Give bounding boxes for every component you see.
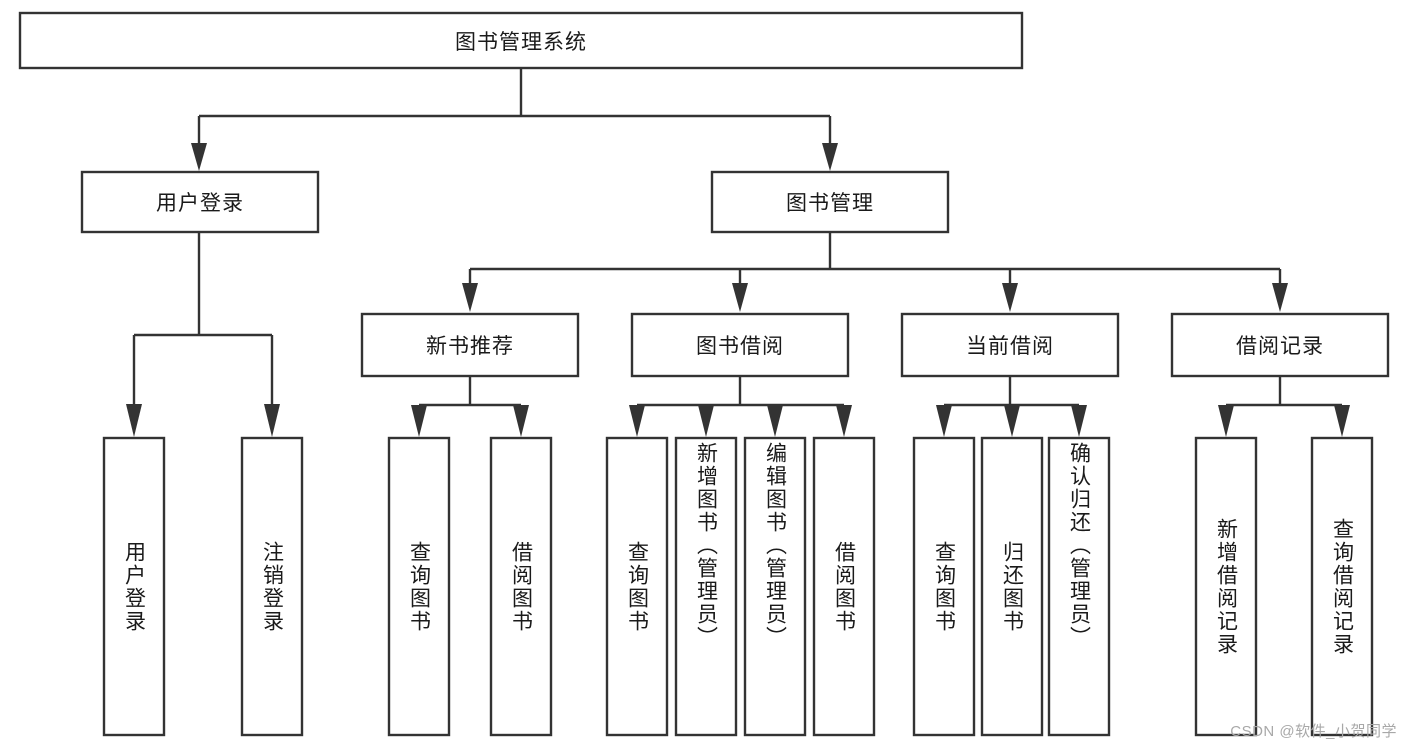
- arrow-cb-to-leaf2: [1004, 405, 1020, 437]
- arrow-cb-to-leaf1: [936, 405, 952, 437]
- connector-group-new-book-recommend: [411, 376, 529, 437]
- arrow-bm-to-borrow-record: [1272, 283, 1288, 312]
- arrow-root-to-book-management: [822, 143, 838, 171]
- leaf-query-book-3-box[interactable]: [912, 436, 976, 737]
- leaf-query-book-1-box[interactable]: [387, 436, 451, 737]
- arrow-br-to-leaf2: [1334, 405, 1350, 437]
- arrow-bb-to-leaf3: [767, 405, 783, 437]
- node-user-login-box[interactable]: [80, 170, 320, 234]
- leaf-add-record-box[interactable]: [1194, 436, 1258, 737]
- arrow-nbr-to-leaf2: [513, 405, 529, 437]
- arrow-bb-to-leaf1: [629, 405, 645, 437]
- connector-group-current-borrow: [936, 376, 1087, 437]
- connector-group-user-login: [126, 232, 280, 437]
- leaf-query-record-box[interactable]: [1310, 436, 1374, 737]
- leaf-query-book-2-box[interactable]: [605, 436, 669, 737]
- arrow-bb-to-leaf4: [836, 405, 852, 437]
- leaf-borrow-book-2-box[interactable]: [812, 436, 876, 737]
- arrow-bm-to-book-borrow: [732, 283, 748, 312]
- leaf-borrow-book-1-box[interactable]: [489, 436, 553, 737]
- node-book-borrow-box[interactable]: [630, 312, 850, 378]
- connector-group-borrow-record: [1218, 376, 1350, 437]
- arrow-cb-to-leaf3: [1071, 405, 1087, 437]
- arrow-root-to-user-login: [191, 143, 207, 171]
- leaf-user-login-box[interactable]: [102, 436, 166, 737]
- arrow-bm-to-new-book: [462, 283, 478, 312]
- arrow-bb-to-leaf2: [698, 405, 714, 437]
- leaf-edit-book-box[interactable]: [743, 436, 807, 737]
- arrow-nbr-to-leaf1: [411, 405, 427, 437]
- arrow-user-login-to-leaf1: [126, 404, 142, 437]
- node-borrow-record-box[interactable]: [1170, 312, 1390, 378]
- node-current-borrow-box[interactable]: [900, 312, 1120, 378]
- connector-group-book-borrow: [629, 376, 852, 437]
- connector-group-root: [191, 68, 838, 171]
- leaf-return-book-box[interactable]: [980, 436, 1044, 737]
- node-book-management-box[interactable]: [710, 170, 950, 234]
- connector-group-book-management: [462, 232, 1288, 312]
- leaf-add-book-box[interactable]: [674, 436, 738, 737]
- node-new-book-recommend-box[interactable]: [360, 312, 580, 378]
- leaf-logout-login-box[interactable]: [240, 436, 304, 737]
- arrow-bm-to-current-borrow: [1002, 283, 1018, 312]
- arrow-user-login-to-leaf2: [264, 404, 280, 437]
- node-root-box[interactable]: [18, 11, 1024, 70]
- leaf-confirm-return-box[interactable]: [1047, 436, 1111, 737]
- arrow-br-to-leaf1: [1218, 405, 1234, 437]
